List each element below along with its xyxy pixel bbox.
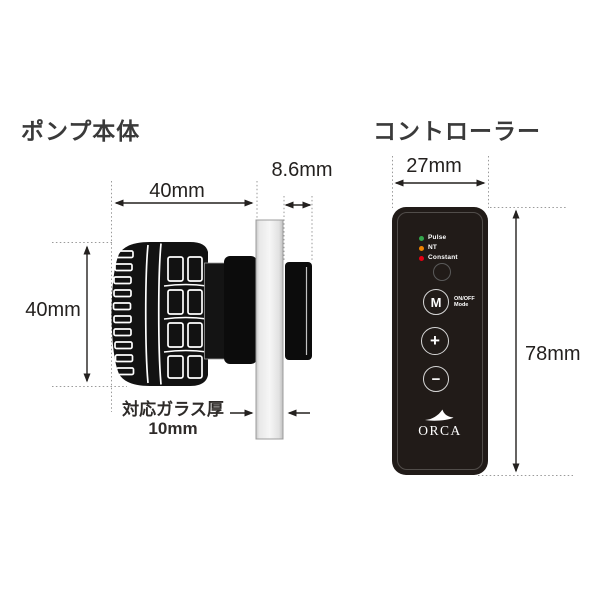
controller-height-dimension-label: 78mm xyxy=(525,343,581,365)
led-row-constant: Constant xyxy=(419,254,458,262)
pump-width-dimension-label: 40mm xyxy=(149,180,205,202)
dotted-guide-lines xyxy=(52,156,573,476)
nt-led-label: NT xyxy=(428,244,438,251)
glass-thickness-note-line1: 対応ガラス厚 xyxy=(122,400,224,419)
pump-collar xyxy=(204,262,226,360)
minus-button: − xyxy=(423,366,449,392)
mode-button-note-line1: ON/OFF xyxy=(454,296,475,302)
controller-inner-outline xyxy=(397,212,483,470)
constant-led-label: Constant xyxy=(428,254,458,261)
pump-grille-slots xyxy=(112,243,208,385)
controller-section-title: コントローラー xyxy=(373,118,541,144)
mode-button-note: ON/OFF Mode xyxy=(454,296,475,308)
pulse-led-label: Pulse xyxy=(428,234,447,241)
outer-magnet xyxy=(285,262,312,360)
magnet-thickness-dimension-label: 8.6mm xyxy=(271,159,333,181)
pump-illustration xyxy=(111,219,312,440)
constant-led-icon xyxy=(419,255,424,261)
mode-button-note-line2: Mode xyxy=(454,302,469,308)
mode-button: M xyxy=(423,289,449,315)
dimension-arrows xyxy=(83,179,520,473)
led-row-pulse: Pulse xyxy=(419,234,458,242)
plus-button: + xyxy=(421,327,449,355)
pump-height-dimension-label: 40mm xyxy=(25,299,81,321)
pump-inner-magnet xyxy=(224,256,257,364)
pump-section-title: ポンプ本体 xyxy=(21,118,141,144)
brand-wordmark: ORCA xyxy=(418,423,462,438)
glass-panel xyxy=(255,219,284,440)
glass-thickness-note-line2: 10mm xyxy=(148,419,198,438)
pulse-led-icon xyxy=(419,235,424,241)
glass-thickness-note: 対応ガラス厚 10mm xyxy=(112,400,234,438)
controller-width-dimension-label: 27mm xyxy=(406,155,462,177)
brand-logo: ORCA xyxy=(392,407,488,439)
led-row-nt: NT xyxy=(419,244,458,252)
led-indicator-block: Pulse NT Constant xyxy=(419,234,458,265)
ir-window-icon xyxy=(433,263,451,281)
nt-led-icon xyxy=(419,245,424,251)
controller-body: Pulse NT Constant M ON/OFF Mode + − ORCA xyxy=(392,207,488,475)
orca-fin-icon xyxy=(425,409,454,421)
